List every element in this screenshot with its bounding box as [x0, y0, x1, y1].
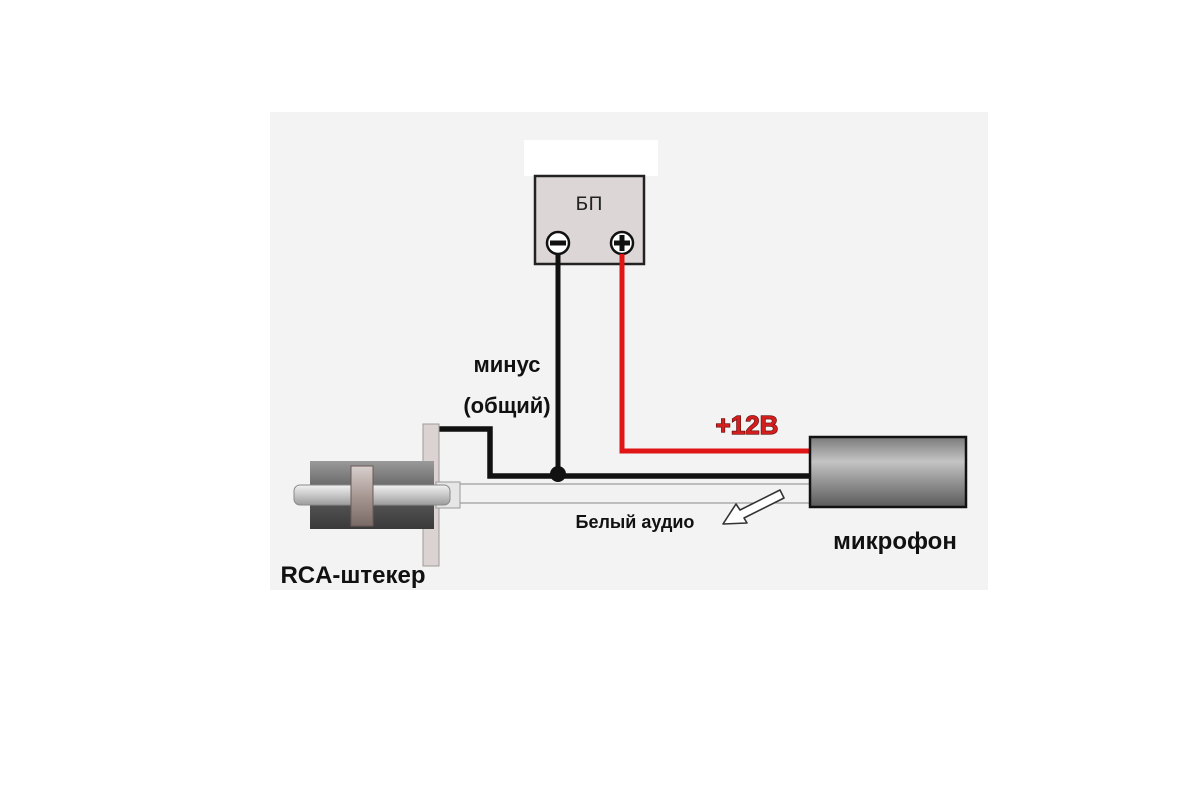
psu-label-backdrop	[524, 140, 658, 176]
rca-plug	[293, 423, 461, 567]
microphone-label: микрофон	[833, 528, 957, 555]
plus-terminal-icon	[609, 230, 635, 256]
ground-label-line1: минус	[473, 352, 540, 377]
audio-wire	[449, 483, 813, 504]
audio-label: Белый аудио	[576, 512, 695, 532]
ground-wire-to-plug	[436, 426, 812, 479]
ground-label-line2: (общий)	[463, 393, 550, 418]
microphone	[808, 435, 968, 509]
power-wire	[619, 254, 810, 454]
minus-terminal-icon	[545, 230, 571, 256]
voltage-label: +12В	[716, 410, 779, 440]
rca-plug-ring	[350, 465, 374, 527]
plug-label: RCA-штекер	[280, 562, 425, 589]
power-supply: БП	[533, 174, 646, 266]
audio-arrow-icon	[722, 489, 785, 525]
ground-junction	[550, 466, 566, 482]
power-supply-label: БП	[575, 193, 602, 215]
